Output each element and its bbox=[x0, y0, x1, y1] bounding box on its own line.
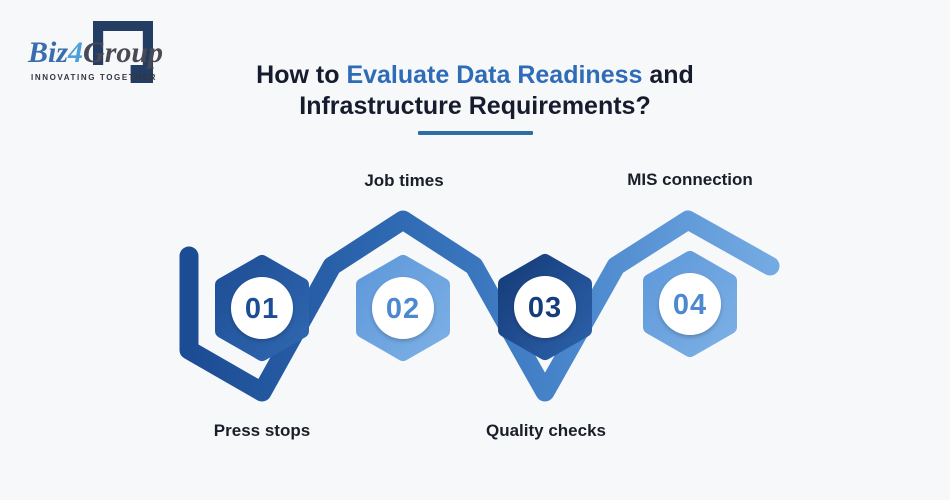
logo-bracket-shape bbox=[93, 21, 153, 83]
title-underline bbox=[417, 131, 533, 135]
number-circle-2 bbox=[372, 277, 434, 339]
logo-bracket-icon bbox=[93, 21, 153, 83]
title-line2: Infrastructure Requirements? bbox=[299, 92, 651, 120]
title-suffix: and bbox=[649, 61, 694, 89]
ribbon-zigzag-path bbox=[179, 210, 780, 402]
number-circle-4 bbox=[659, 273, 721, 335]
step-hexagon-4: 04 bbox=[643, 251, 737, 357]
step-label-press-stops: Press stops bbox=[213, 421, 311, 440]
step-hexagon-1: 01 bbox=[215, 255, 309, 361]
title-highlight: Evaluate Data Readiness bbox=[346, 61, 643, 89]
step-label-mis-connection: MIS connection bbox=[627, 170, 753, 189]
brand-suffix: Group bbox=[83, 36, 164, 69]
step-number-1: 01 bbox=[245, 293, 279, 325]
step-label-job-times: Job times bbox=[364, 171, 444, 190]
brand-prefix: Biz bbox=[28, 36, 69, 69]
step-hexagon-2: 02 bbox=[356, 255, 450, 361]
number-circle-3 bbox=[514, 276, 576, 338]
brand-tagline: INNOVATING TOGETHER bbox=[31, 73, 157, 82]
step-number-2: 02 bbox=[386, 293, 420, 325]
step-number-4: 04 bbox=[673, 289, 707, 321]
brand-mid: 4 bbox=[68, 36, 84, 69]
number-circle-1 bbox=[231, 277, 293, 339]
brand-wordmark: Biz4Group bbox=[28, 36, 163, 70]
brand-logo: Biz4Group INNOVATING TOGETHER bbox=[28, 16, 178, 96]
title-prefix: How to bbox=[256, 61, 340, 89]
step-hexagon-3: 03 bbox=[498, 254, 592, 360]
step-number-3: 03 bbox=[528, 292, 562, 324]
step-label-quality-checks: Quality checks bbox=[485, 421, 607, 440]
